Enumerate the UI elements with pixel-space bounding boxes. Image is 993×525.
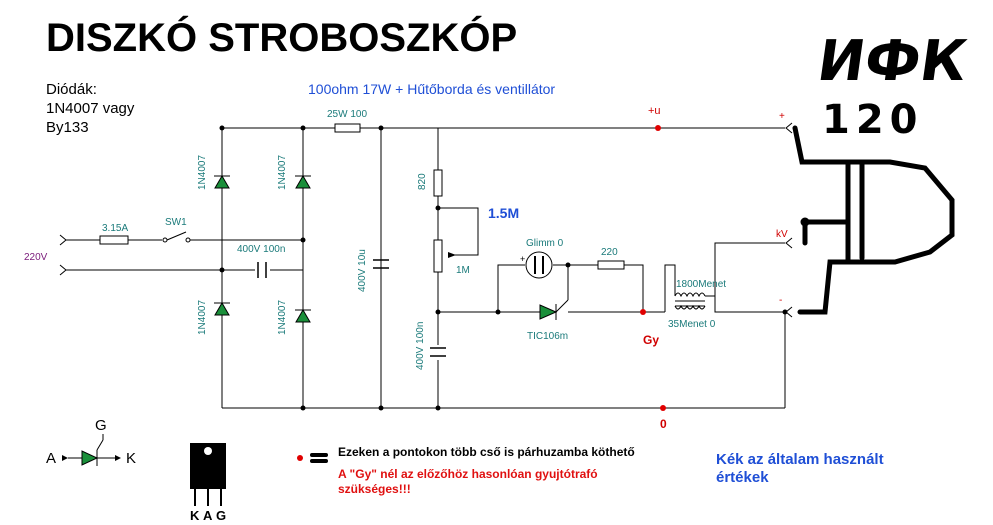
page-title: DISZKÓ STROBOSZKÓP	[46, 16, 518, 60]
resistor-note: 100ohm 17W + Hűtőborda és ventillátor	[308, 81, 556, 97]
diodes-note-line1: Diódák:	[46, 81, 97, 98]
gy-note: A "Gy" nél az előzőhöz hasonlóan gyujtót…	[338, 468, 598, 495]
junction-dots	[219, 125, 788, 411]
label-r-820: 820	[417, 173, 428, 190]
handwritten-line1: ИФК	[813, 29, 971, 94]
handwritten-line2: 120	[822, 97, 924, 143]
resistor-820	[433, 169, 443, 197]
label-d4: 1N4007	[277, 299, 288, 335]
resistor-220	[597, 260, 625, 270]
diode-icon	[295, 175, 311, 189]
strobe-tube-drawing	[792, 125, 955, 315]
diode-icon	[214, 175, 230, 189]
legend-thyristor-icon	[62, 434, 121, 466]
capacitors	[257, 259, 446, 357]
bridge-diodes	[214, 175, 311, 323]
label-trafo-primary: 35Menet 0	[668, 319, 716, 330]
parallel-note: Ezeken a pontokon több cső is párhuzamba…	[338, 445, 635, 459]
switch-icon	[162, 231, 191, 243]
connector-icons	[59, 122, 793, 318]
gy-note-line2: szükséges!!!	[338, 482, 411, 496]
label-pot: 1M	[456, 265, 470, 276]
label-glimm: Glimm 0	[526, 238, 564, 249]
label-d2: 1N4007	[277, 154, 288, 190]
label-switch: SW1	[165, 217, 187, 228]
diode-icon	[295, 309, 311, 323]
red-markers	[297, 125, 666, 461]
resistor-25w	[334, 123, 361, 133]
to220-package-icon	[190, 443, 226, 506]
diodes-note-line3: By133	[46, 119, 89, 136]
label-r-220: 220	[601, 247, 618, 258]
legend-g: G	[95, 417, 107, 434]
diodes-note-line2: 1N4007 vagy	[46, 100, 135, 117]
svg-text:+: +	[520, 254, 525, 264]
blue-note: Kék az általam használt értékek	[716, 452, 884, 488]
resistors	[99, 123, 625, 273]
package-pin-2: A	[203, 508, 213, 523]
label-pot-value: 1.5M	[488, 205, 520, 221]
diode-icon	[214, 302, 230, 316]
node-plus-u: +u	[648, 105, 661, 117]
label-d3: 1N4007	[197, 299, 208, 335]
label-cap-bulk: 400V 10u	[357, 249, 368, 292]
blue-note-line1: Kék az általam használt	[716, 451, 884, 468]
legend-k: K	[126, 450, 137, 467]
label-r-series: 25W 100	[327, 109, 368, 120]
glimm-lamp-icon: +	[520, 251, 553, 279]
potentiometer	[433, 239, 443, 273]
label-mains: 220V	[24, 252, 48, 263]
thyristor-icon	[539, 299, 569, 320]
blue-note-line2: értékek	[716, 469, 769, 486]
label-cap-mid: 400V 100n	[237, 244, 286, 255]
label-fuse: 3.15A	[102, 223, 129, 234]
transformer-icon	[674, 292, 706, 310]
package-pin-3: G	[216, 508, 227, 523]
node-kv: kV	[776, 229, 788, 240]
node-gy: Gy	[643, 333, 660, 347]
node-minus: -	[779, 295, 783, 306]
label-d1: 1N4007	[197, 154, 208, 190]
parallel-symbol-icon	[310, 453, 328, 463]
pot-arrow-icon	[448, 252, 456, 258]
gy-note-line1: A "Gy" nél az előzőhöz hasonlóan gyujtót…	[338, 467, 598, 481]
node-plus: +	[779, 111, 785, 122]
label-trafo-secondary: 1800Menet	[676, 279, 727, 290]
fuse-body	[99, 235, 129, 245]
node-zero: 0	[660, 417, 667, 431]
label-cap-trigger: 400V 100n	[415, 321, 426, 370]
legend-a: A	[46, 450, 57, 467]
label-thyristor: TIC106m	[527, 331, 569, 342]
diodes-note: Diódák: 1N4007 vagy By133	[46, 82, 134, 139]
package-pin-1: K	[190, 508, 200, 523]
